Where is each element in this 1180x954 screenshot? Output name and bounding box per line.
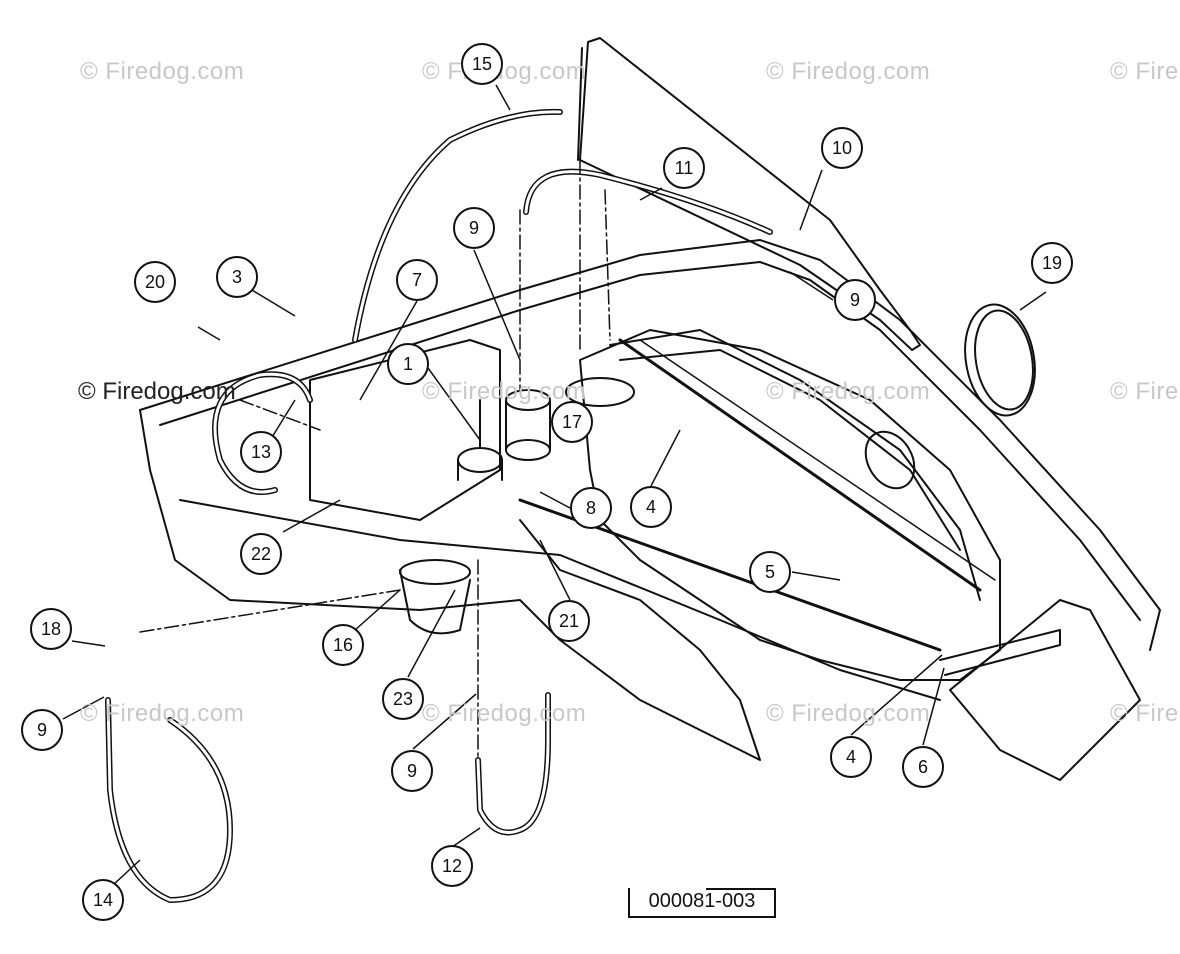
callout-3: 3 (216, 256, 258, 298)
watermark: © Firedog.com (78, 378, 236, 405)
callout-15: 15 (461, 43, 503, 85)
watermark: © Fire (1110, 58, 1179, 85)
watermark: © Firedog.com (80, 58, 245, 85)
callout-17: 17 (551, 401, 593, 443)
callout-4: 4 (630, 486, 672, 528)
clamp-ring (964, 303, 1036, 417)
callout-20: 20 (134, 261, 176, 303)
watermark: © Firedog.com (422, 58, 587, 85)
callout-18: 18 (30, 608, 72, 650)
callout-10: 10 (821, 127, 863, 169)
callout-19: 19 (1031, 242, 1073, 284)
watermark: © Firedog.com (766, 700, 931, 727)
tank-ridge (609, 329, 981, 601)
callout-8: 8 (570, 487, 612, 529)
watermark: © Firedog.com (766, 58, 931, 85)
callout-9: 9 (391, 750, 433, 792)
hose-15-inner (353, 110, 562, 342)
fuel-tank (579, 329, 1001, 681)
callout-9: 9 (453, 207, 495, 249)
callout-23: 23 (382, 678, 424, 720)
callout-9: 9 (834, 279, 876, 321)
frame-top-rail (139, 239, 1161, 651)
sender-unit (565, 377, 635, 407)
fuel-pump (457, 447, 503, 473)
filler-cap (864, 430, 916, 490)
water-separator (399, 569, 471, 635)
tank-rail (618, 338, 982, 592)
cover-plate-edge (577, 47, 583, 161)
callout-14: 14 (82, 879, 124, 921)
callout-21: 21 (548, 600, 590, 642)
document-number: 000081-003 (628, 888, 776, 918)
watermark: © Firedog.com (422, 378, 587, 405)
right-bracket (949, 599, 1141, 781)
mounting-plate (309, 339, 501, 521)
callout-5: 5 (749, 551, 791, 593)
watermark: © Firedog.com (766, 378, 931, 405)
document-number-rule (706, 888, 776, 890)
frame-lower-rail (179, 499, 941, 701)
document-number-rule (628, 888, 630, 906)
callout-6: 6 (902, 746, 944, 788)
watermark: © Fire (1110, 378, 1179, 405)
hose-11 (523, 168, 773, 235)
rear-bracket (939, 629, 1061, 676)
watermark: © Firedog.com (80, 700, 245, 727)
frame-outline (139, 409, 761, 761)
callout-12: 12 (431, 845, 473, 887)
watermark: © Fire (1110, 700, 1179, 727)
hose-14 (105, 697, 233, 903)
callout-1: 1 (387, 343, 429, 385)
tank-ridge-2 (619, 349, 961, 551)
watermark: © Firedog.com (422, 700, 587, 727)
callout-9: 9 (21, 709, 63, 751)
callout-13: 13 (240, 431, 282, 473)
callout-4: 4 (830, 736, 872, 778)
callout-16: 16 (322, 624, 364, 666)
callout-22: 22 (240, 533, 282, 575)
callout-11: 11 (663, 147, 705, 189)
cover-plate (579, 37, 921, 351)
frame-inner-rail (159, 261, 1141, 621)
callout-7: 7 (396, 259, 438, 301)
